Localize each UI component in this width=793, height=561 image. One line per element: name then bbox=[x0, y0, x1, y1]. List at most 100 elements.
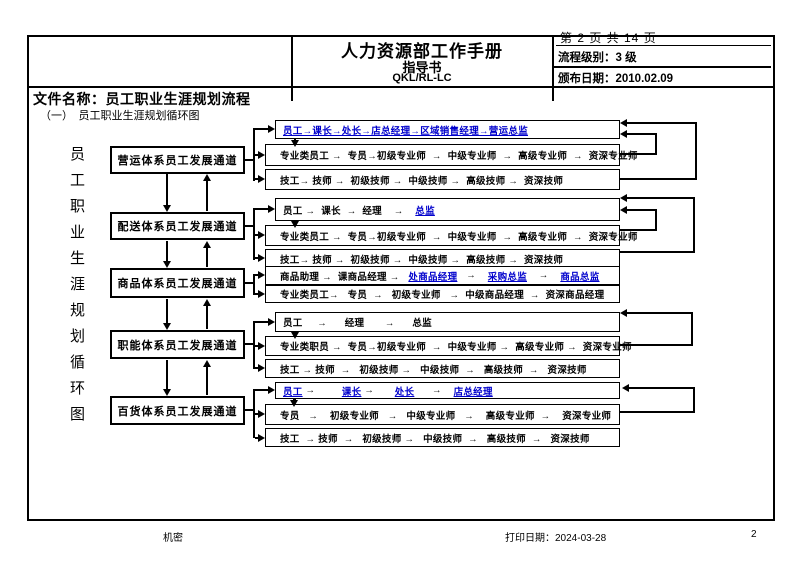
flow-line bbox=[620, 411, 695, 413]
career-text: 专业类职员 → 专员→初级专业师 → 中级专业师 → 高级专业师 → 资深专业师 bbox=[280, 342, 632, 353]
page-border bbox=[27, 35, 775, 521]
flow-arrowhead bbox=[268, 205, 275, 213]
flow-line bbox=[245, 343, 254, 345]
career-link[interactable]: 店总经理 bbox=[453, 386, 493, 398]
vertical-title-char: 生 bbox=[70, 250, 87, 267]
career-text: → bbox=[414, 385, 454, 396]
flow-line bbox=[255, 345, 259, 347]
career-path-row: 员工 → 课长 → 经理 → 总监 bbox=[275, 198, 620, 221]
career-link[interactable]: 采购总监 bbox=[487, 271, 527, 283]
flow-line bbox=[627, 122, 697, 124]
vertical-title-char: 循 bbox=[70, 354, 87, 371]
flow-arrowhead bbox=[203, 299, 211, 306]
vertical-title-char: 员 bbox=[70, 146, 87, 163]
vertical-title-char: 规 bbox=[70, 302, 87, 319]
flow-line bbox=[620, 229, 657, 231]
career-text: → bbox=[527, 270, 561, 281]
career-text: 技工→ 技师 → 初级技师 → 中级技师 → 高级技师 → 资深技师 bbox=[280, 254, 564, 266]
career-path-row: 员工 → 课长 → 处长 → 店总经理 bbox=[275, 382, 620, 399]
career-link[interactable]: 总监 bbox=[415, 205, 435, 217]
career-text: 专业类员工 → 专员→初级专业师 → 中级专业师 → 高级专业师 → 资深专业师 bbox=[280, 151, 638, 162]
flow-line bbox=[693, 197, 695, 253]
flow-arrowhead bbox=[620, 194, 627, 202]
flow-line bbox=[206, 366, 208, 395]
flow-line bbox=[255, 389, 269, 391]
flow-arrowhead bbox=[258, 254, 265, 262]
flow-line bbox=[695, 122, 697, 180]
flow-line bbox=[253, 321, 255, 369]
channel-box-zhineng: 职能体系员工发展通道 bbox=[110, 330, 245, 359]
flow-arrowhead bbox=[291, 140, 299, 147]
flow-arrowhead bbox=[258, 151, 265, 159]
career-text: 商品助理 → 课商品经理 → bbox=[280, 271, 409, 283]
flow-arrowhead bbox=[268, 386, 275, 394]
vertical-title-char: 环 bbox=[70, 380, 87, 397]
flow-line bbox=[620, 251, 695, 253]
vertical-title-char: 划 bbox=[70, 328, 87, 345]
flow-line bbox=[253, 389, 255, 438]
flow-line bbox=[255, 128, 269, 130]
flow-arrowhead bbox=[163, 205, 171, 212]
flow-arrowhead bbox=[203, 174, 211, 181]
flow-arrowhead bbox=[291, 221, 299, 228]
channel-box-peisong: 配送体系员工发展通道 bbox=[110, 212, 245, 240]
flow-arrowhead bbox=[258, 175, 265, 183]
flow-line bbox=[627, 209, 657, 211]
flow-line bbox=[206, 247, 208, 267]
flow-arrowhead bbox=[620, 130, 627, 138]
flow-line bbox=[255, 367, 259, 369]
flow-line bbox=[166, 241, 168, 262]
channel-box-yingyun: 营运体系员工发展通道 bbox=[110, 146, 245, 174]
career-text: → bbox=[361, 385, 395, 396]
header-divider-left bbox=[291, 35, 293, 101]
flow-line bbox=[253, 208, 255, 260]
flow-arrowhead bbox=[203, 241, 211, 248]
career-link[interactable]: 课长 bbox=[341, 386, 362, 398]
flow-line bbox=[166, 360, 168, 391]
career-link[interactable]: 员工 bbox=[283, 386, 303, 398]
flow-arrowhead bbox=[163, 389, 171, 396]
career-link[interactable]: 商品总监 bbox=[560, 271, 600, 283]
flow-line bbox=[253, 128, 255, 181]
flow-line bbox=[255, 257, 259, 259]
career-path-row: 专业类职员 → 专员→初级专业师 → 中级专业师 → 高级专业师 → 资深专业师 bbox=[265, 336, 632, 356]
file-name: 文件名称：员工职业生涯规划流程 bbox=[33, 91, 251, 107]
flow-arrowhead bbox=[163, 261, 171, 268]
career-link[interactable]: 处长 bbox=[394, 386, 415, 398]
career-path-row: 技工→ 技师 → 初级技师 → 中级技师 → 高级技师 → 资深技师 bbox=[265, 249, 620, 268]
flow-line bbox=[245, 282, 254, 284]
flow-line bbox=[691, 312, 693, 346]
flow-line bbox=[166, 299, 168, 325]
career-text: → bbox=[302, 385, 342, 396]
doc-code: QKL/RL-LC bbox=[392, 72, 452, 84]
flow-arrowhead bbox=[268, 125, 275, 133]
flow-line bbox=[255, 208, 269, 210]
flow-arrowhead bbox=[258, 342, 265, 350]
footer-confidential: 机密 bbox=[163, 533, 183, 544]
flow-line bbox=[627, 197, 695, 199]
career-text: 专员 → 初级专业师 → 中级专业师 → 高级专业师 → 资深专业师 bbox=[280, 410, 612, 422]
flow-line bbox=[255, 154, 259, 156]
flow-line bbox=[627, 312, 693, 314]
footer-print-date: 打印日期：2024-03-28 bbox=[505, 533, 607, 544]
career-link[interactable]: 员工→课长→处长→店总经理→区域销售经理→营运总监 bbox=[283, 125, 529, 137]
flow-arrowhead bbox=[620, 309, 627, 317]
flow-arrowhead bbox=[620, 206, 627, 214]
channel-box-baihuo: 百货体系员工发展通道 bbox=[110, 396, 245, 425]
vertical-title-char: 涯 bbox=[70, 276, 87, 293]
flow-line bbox=[166, 174, 168, 206]
flow-line bbox=[255, 274, 259, 276]
career-text: → bbox=[457, 270, 488, 281]
flow-arrowhead bbox=[258, 290, 265, 298]
flow-line bbox=[245, 409, 254, 411]
level-underline bbox=[554, 66, 771, 68]
flow-arrowhead bbox=[258, 231, 265, 239]
vertical-title-char: 职 bbox=[70, 198, 87, 215]
career-path-row: 专业类员工→ 专员 → 初级专业师 → 中级商品经理 → 资深商品经理 bbox=[265, 285, 620, 303]
flow-line bbox=[245, 159, 254, 161]
career-link[interactable]: 处商品经理 bbox=[408, 271, 458, 283]
career-text: 技工 → 技师 → 初级技师 → 中级技师 → 高级技师 → 资深技师 bbox=[280, 433, 590, 445]
flow-arrowhead bbox=[163, 323, 171, 330]
vertical-title-char: 图 bbox=[70, 406, 87, 423]
career-path-row: 专业类员工 → 专员→初级专业师 → 中级专业师 → 高级专业师 → 资深专业师 bbox=[265, 225, 637, 246]
